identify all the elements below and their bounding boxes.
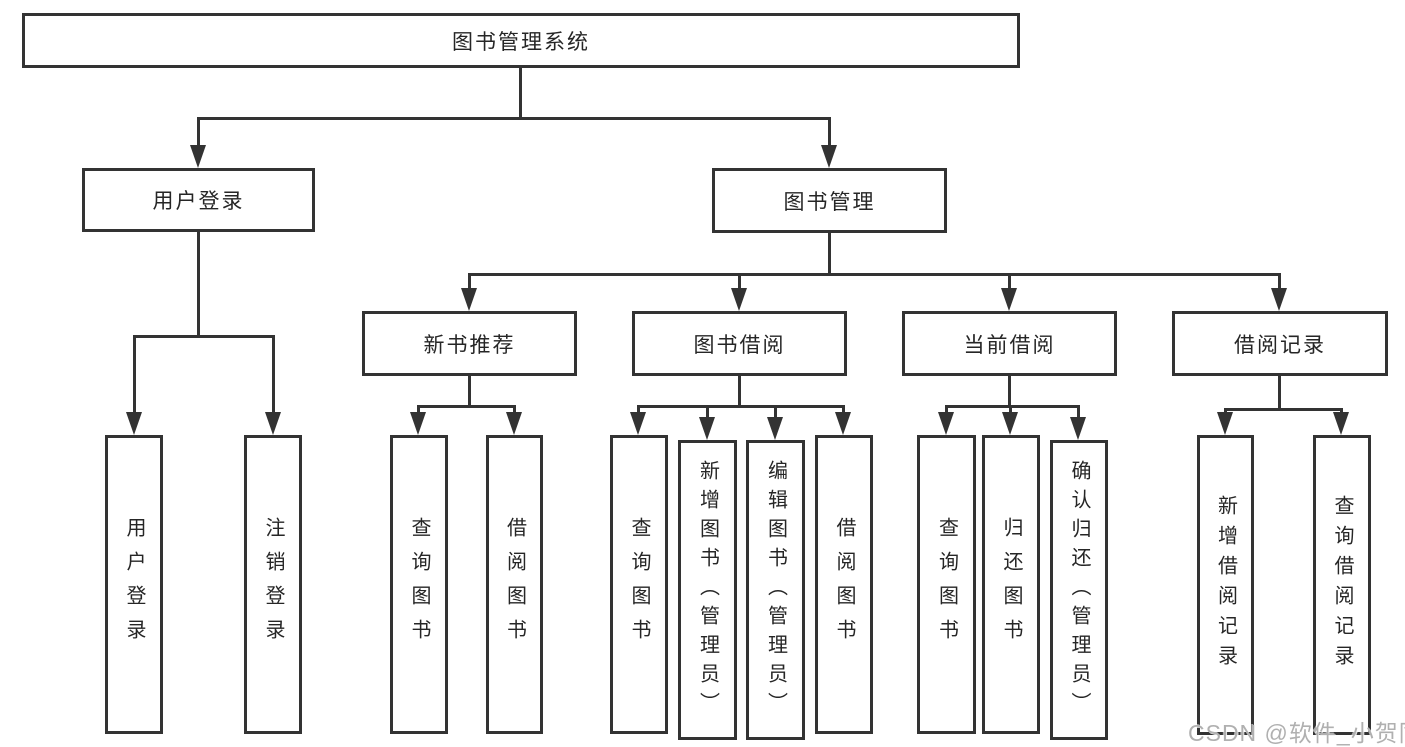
connector-line <box>945 408 948 414</box>
leaf-query-borrow-record: 查询借阅记录 <box>1313 435 1371 735</box>
connector-line <box>197 120 200 146</box>
leaf-borrow-books-recommend: 借阅图书 <box>486 435 543 734</box>
connector-line <box>945 405 1080 408</box>
arrow-down-icon <box>1333 412 1349 435</box>
connector-line <box>1278 276 1281 289</box>
connector-line <box>1009 408 1012 414</box>
connector-line <box>133 338 136 413</box>
leaf-query-books-borrowing: 查询图书 <box>610 435 668 734</box>
arrow-down-icon <box>461 288 477 311</box>
leaf-logout: 注销登录 <box>244 435 302 734</box>
arrow-down-icon <box>821 145 837 168</box>
connector-line <box>738 376 741 408</box>
connector-line <box>417 405 516 408</box>
arrow-down-icon <box>506 412 522 435</box>
connector-line <box>1224 408 1343 411</box>
connector-line <box>828 233 831 276</box>
arrow-down-icon <box>699 417 715 440</box>
arrow-down-icon <box>1002 412 1018 435</box>
connector-line <box>706 408 709 419</box>
arrow-down-icon <box>835 412 851 435</box>
node-user-login: 用户登录 <box>82 168 315 232</box>
arrow-down-icon <box>1001 288 1017 311</box>
node-book-borrowing: 图书借阅 <box>632 311 847 376</box>
connector-line <box>1278 376 1281 411</box>
connector-line <box>197 232 200 338</box>
node-current-borrowing: 当前借阅 <box>902 311 1117 376</box>
node-root: 图书管理系统 <box>22 13 1020 68</box>
leaf-borrow-books: 借阅图书 <box>815 435 873 734</box>
arrow-down-icon <box>767 417 783 440</box>
arrow-down-icon <box>126 412 142 435</box>
connector-line <box>417 408 420 414</box>
arrow-down-icon <box>938 412 954 435</box>
connector-line <box>468 276 471 289</box>
leaf-query-books-recommend: 查询图书 <box>390 435 448 734</box>
leaf-edit-book-admin: 编辑图书（管理员） <box>746 440 805 740</box>
arrow-down-icon <box>731 288 747 311</box>
connector-line <box>468 273 1281 276</box>
connector-line <box>468 376 471 408</box>
connector-line <box>774 408 777 419</box>
connector-line <box>828 120 831 146</box>
connector-line <box>513 408 516 414</box>
leaf-return-book: 归还图书 <box>982 435 1040 734</box>
leaf-add-book-admin: 新增图书（管理员） <box>678 440 737 740</box>
leaf-user-login: 用户登录 <box>105 435 163 734</box>
connector-line <box>519 66 522 120</box>
leaf-confirm-return-admin: 确认归还（管理员） <box>1050 440 1108 740</box>
arrow-down-icon <box>190 145 206 168</box>
arrow-down-icon <box>1217 412 1233 435</box>
connector-line <box>637 408 640 414</box>
connector-line <box>272 338 275 413</box>
connector-line <box>1008 276 1011 289</box>
arrow-down-icon <box>265 412 281 435</box>
leaf-query-books-current: 查询图书 <box>917 435 976 734</box>
arrow-down-icon <box>410 412 426 435</box>
connector-line <box>1008 376 1011 408</box>
arrow-down-icon <box>1271 288 1287 311</box>
connector-line <box>1077 408 1080 419</box>
connector-line <box>637 405 845 408</box>
arrow-down-icon <box>1070 417 1086 440</box>
connector-line <box>133 335 275 338</box>
connector-line <box>197 117 831 120</box>
connector-line <box>738 276 741 289</box>
node-new-book-recommend: 新书推荐 <box>362 311 577 376</box>
arrow-down-icon <box>630 412 646 435</box>
node-borrowing-records: 借阅记录 <box>1172 311 1388 376</box>
leaf-add-borrow-record: 新增借阅记录 <box>1197 435 1254 735</box>
watermark: CSDN @软件_小贺同学 <box>1188 720 1405 746</box>
node-book-management: 图书管理 <box>712 168 947 233</box>
connector-line <box>842 408 845 414</box>
